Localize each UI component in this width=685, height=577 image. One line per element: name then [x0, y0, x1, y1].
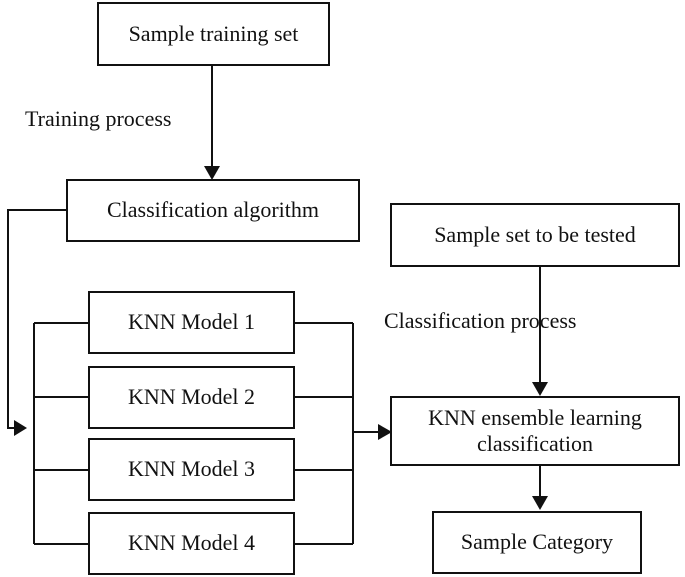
node-knn-model-1: KNN Model 1	[88, 291, 295, 354]
node-sample-set-to-be-tested: Sample set to be tested	[390, 203, 680, 267]
arrowhead-classification-algorithm	[204, 166, 220, 180]
node-classification-algorithm: Classification algorithm	[66, 179, 360, 242]
edge-algorithm-to-models	[7, 209, 68, 429]
node-knn-model-3: KNN Model 3	[88, 438, 295, 501]
arrowhead-models-bus	[14, 420, 27, 436]
edge-label-training-process: Training process	[25, 106, 172, 131]
arrowhead-ensemble-top	[532, 382, 548, 396]
arrowhead-sample-category	[532, 496, 548, 510]
node-knn-model-1-label: KNN Model 1	[127, 309, 256, 335]
node-knn-model-2: KNN Model 2	[88, 366, 295, 429]
node-sample-set-to-be-tested-label: Sample set to be tested	[434, 221, 636, 247]
node-knn-ensemble-label: KNN ensemble learning classification	[428, 404, 642, 456]
node-knn-ensemble-learning-classification: KNN ensemble learning classification	[390, 396, 680, 466]
arrowhead-ensemble-left	[378, 424, 392, 440]
node-classification-algorithm-label: Classification algorithm	[106, 197, 320, 223]
node-sample-category-label: Sample Category	[460, 529, 614, 555]
node-knn-model-4: KNN Model 4	[88, 512, 295, 575]
edge-label-classification-process: Classification process	[384, 308, 577, 333]
node-knn-model-3-label: KNN Model 3	[127, 456, 256, 482]
node-knn-model-4-label: KNN Model 4	[127, 530, 256, 556]
node-knn-model-2-label: KNN Model 2	[127, 384, 256, 410]
node-sample-training-set-label: Sample training set	[128, 20, 299, 46]
node-sample-category: Sample Category	[432, 511, 642, 574]
node-sample-training-set: Sample training set	[97, 2, 330, 66]
